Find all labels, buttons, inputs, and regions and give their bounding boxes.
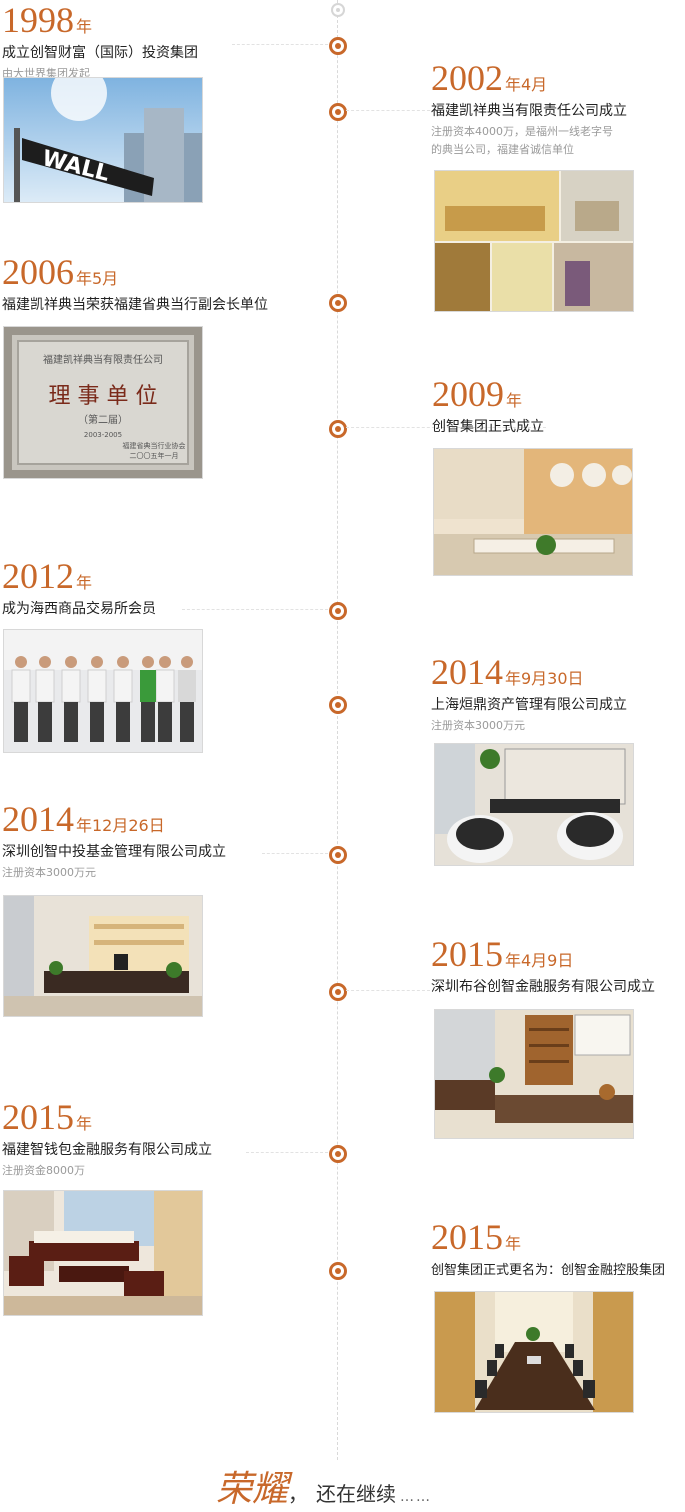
plaque-line-2: 理 事 单 位 <box>49 384 158 409</box>
plaque-line-1: 福建凯祥典当有限责任公司 <box>43 353 163 366</box>
award-plaque-photo: 福建凯祥典当有限责任公司 理 事 单 位 （第二届） 2003-2005 福建省… <box>3 326 203 479</box>
office-chairs-photo <box>434 743 634 866</box>
footer-slogan: 荣耀， 还在继续…… <box>216 1460 432 1512</box>
entry-year-suffix: 年4月9日 <box>505 951 574 970</box>
study-room-photo <box>434 1009 634 1139</box>
timeline-node <box>329 420 347 438</box>
timeline-node <box>329 37 347 55</box>
connector-line <box>232 44 328 45</box>
timeline-node <box>329 103 347 121</box>
entry-desc: 注册资本3000万元 <box>2 866 96 879</box>
entry-year: 2006 <box>2 252 74 292</box>
entry-year-suffix: 年 <box>76 573 93 592</box>
entry-title: 成为海西商品交易所会员 <box>2 601 156 617</box>
connector-line <box>346 110 430 111</box>
entry-year-suffix: 年 <box>76 17 93 36</box>
entry-year: 2015 <box>431 1217 503 1257</box>
group-photo <box>3 629 203 753</box>
entry-title: 福建凯祥典当荣获福建省典当行副会长单位 <box>2 297 268 313</box>
wall-street-sign-photo: WALL <box>3 77 203 203</box>
timeline-node <box>329 696 347 714</box>
plaque-line-3: （第二届） <box>78 413 128 426</box>
entry-title: 深圳创智中投基金管理有限公司成立 <box>2 844 226 860</box>
footer-comma: ， <box>288 1482 309 1506</box>
entry-title: 创智集团正式成立 <box>432 419 544 435</box>
entry-desc: 注册资金8000万 <box>2 1164 85 1177</box>
connector-line <box>346 990 430 991</box>
entry-title: 成立创智财富（国际）投资集团 <box>2 45 198 61</box>
entry-year: 2015 <box>2 1097 74 1137</box>
plaque-line-4: 2003-2005 <box>84 431 122 439</box>
timeline-node <box>329 1262 347 1280</box>
connector-line <box>246 1152 328 1153</box>
timeline-node <box>329 846 347 864</box>
connector-line <box>182 609 328 610</box>
entry-year-suffix: 年 <box>506 391 523 410</box>
entry-title: 创智集团正式更名为：创智金融控股集团 <box>431 1263 666 1278</box>
timeline-node <box>329 1145 347 1163</box>
entry-year-suffix: 年12月26日 <box>76 816 165 835</box>
plaque-line-5: 福建省典当行业协会 <box>123 441 186 450</box>
entry-title: 福建凯祥典当有限责任公司成立 <box>431 103 627 119</box>
entry-year-suffix: 年5月 <box>76 269 119 288</box>
footer-big-text: 荣耀 <box>216 1469 289 1510</box>
connector-line <box>262 853 328 854</box>
entry-year: 2015 <box>431 934 503 974</box>
timeline-node <box>329 602 347 620</box>
timeline-node <box>329 983 347 1001</box>
timeline-line <box>337 0 338 1460</box>
entry-desc: 注册资本4000万，是福州一线老字号的典当公司，福建省诚信单位 <box>431 125 613 156</box>
plaque-line-6: 二〇〇五年一月 <box>130 451 179 460</box>
entry-year: 2012 <box>2 556 74 596</box>
entry-desc: 注册资本3000万元 <box>431 719 525 732</box>
connector-line <box>346 427 546 428</box>
entry-year: 2002 <box>431 58 503 98</box>
entry-year: 2014 <box>2 799 74 839</box>
entry-year: 2009 <box>432 374 504 414</box>
entry-year-suffix: 年 <box>505 1234 522 1253</box>
entry-year: 1998 <box>2 0 74 40</box>
entry-year: 2014 <box>431 652 503 692</box>
entry-desc: 由大世界集团发起 <box>2 67 90 80</box>
entry-title: 福建智钱包金融服务有限公司成立 <box>2 1142 212 1158</box>
footer-dots: …… <box>400 1489 433 1505</box>
timeline-node <box>329 294 347 312</box>
entry-year-suffix: 年4月 <box>505 75 548 94</box>
reception-room-photo <box>433 448 633 576</box>
lounge-sofa-photo <box>3 1190 203 1316</box>
entry-year-suffix: 年9月30日 <box>505 669 584 688</box>
entry-title: 上海烜鼎资产管理有限公司成立 <box>431 697 627 713</box>
office-interior-photo <box>434 170 634 312</box>
conference-room-photo <box>434 1291 634 1413</box>
timeline-start-dot <box>331 3 345 17</box>
executive-office-photo <box>3 895 203 1017</box>
footer-small-text: 还在继续 <box>316 1482 397 1506</box>
entry-year-suffix: 年 <box>76 1114 93 1133</box>
entry-title: 深圳布谷创智金融服务有限公司成立 <box>431 979 655 995</box>
